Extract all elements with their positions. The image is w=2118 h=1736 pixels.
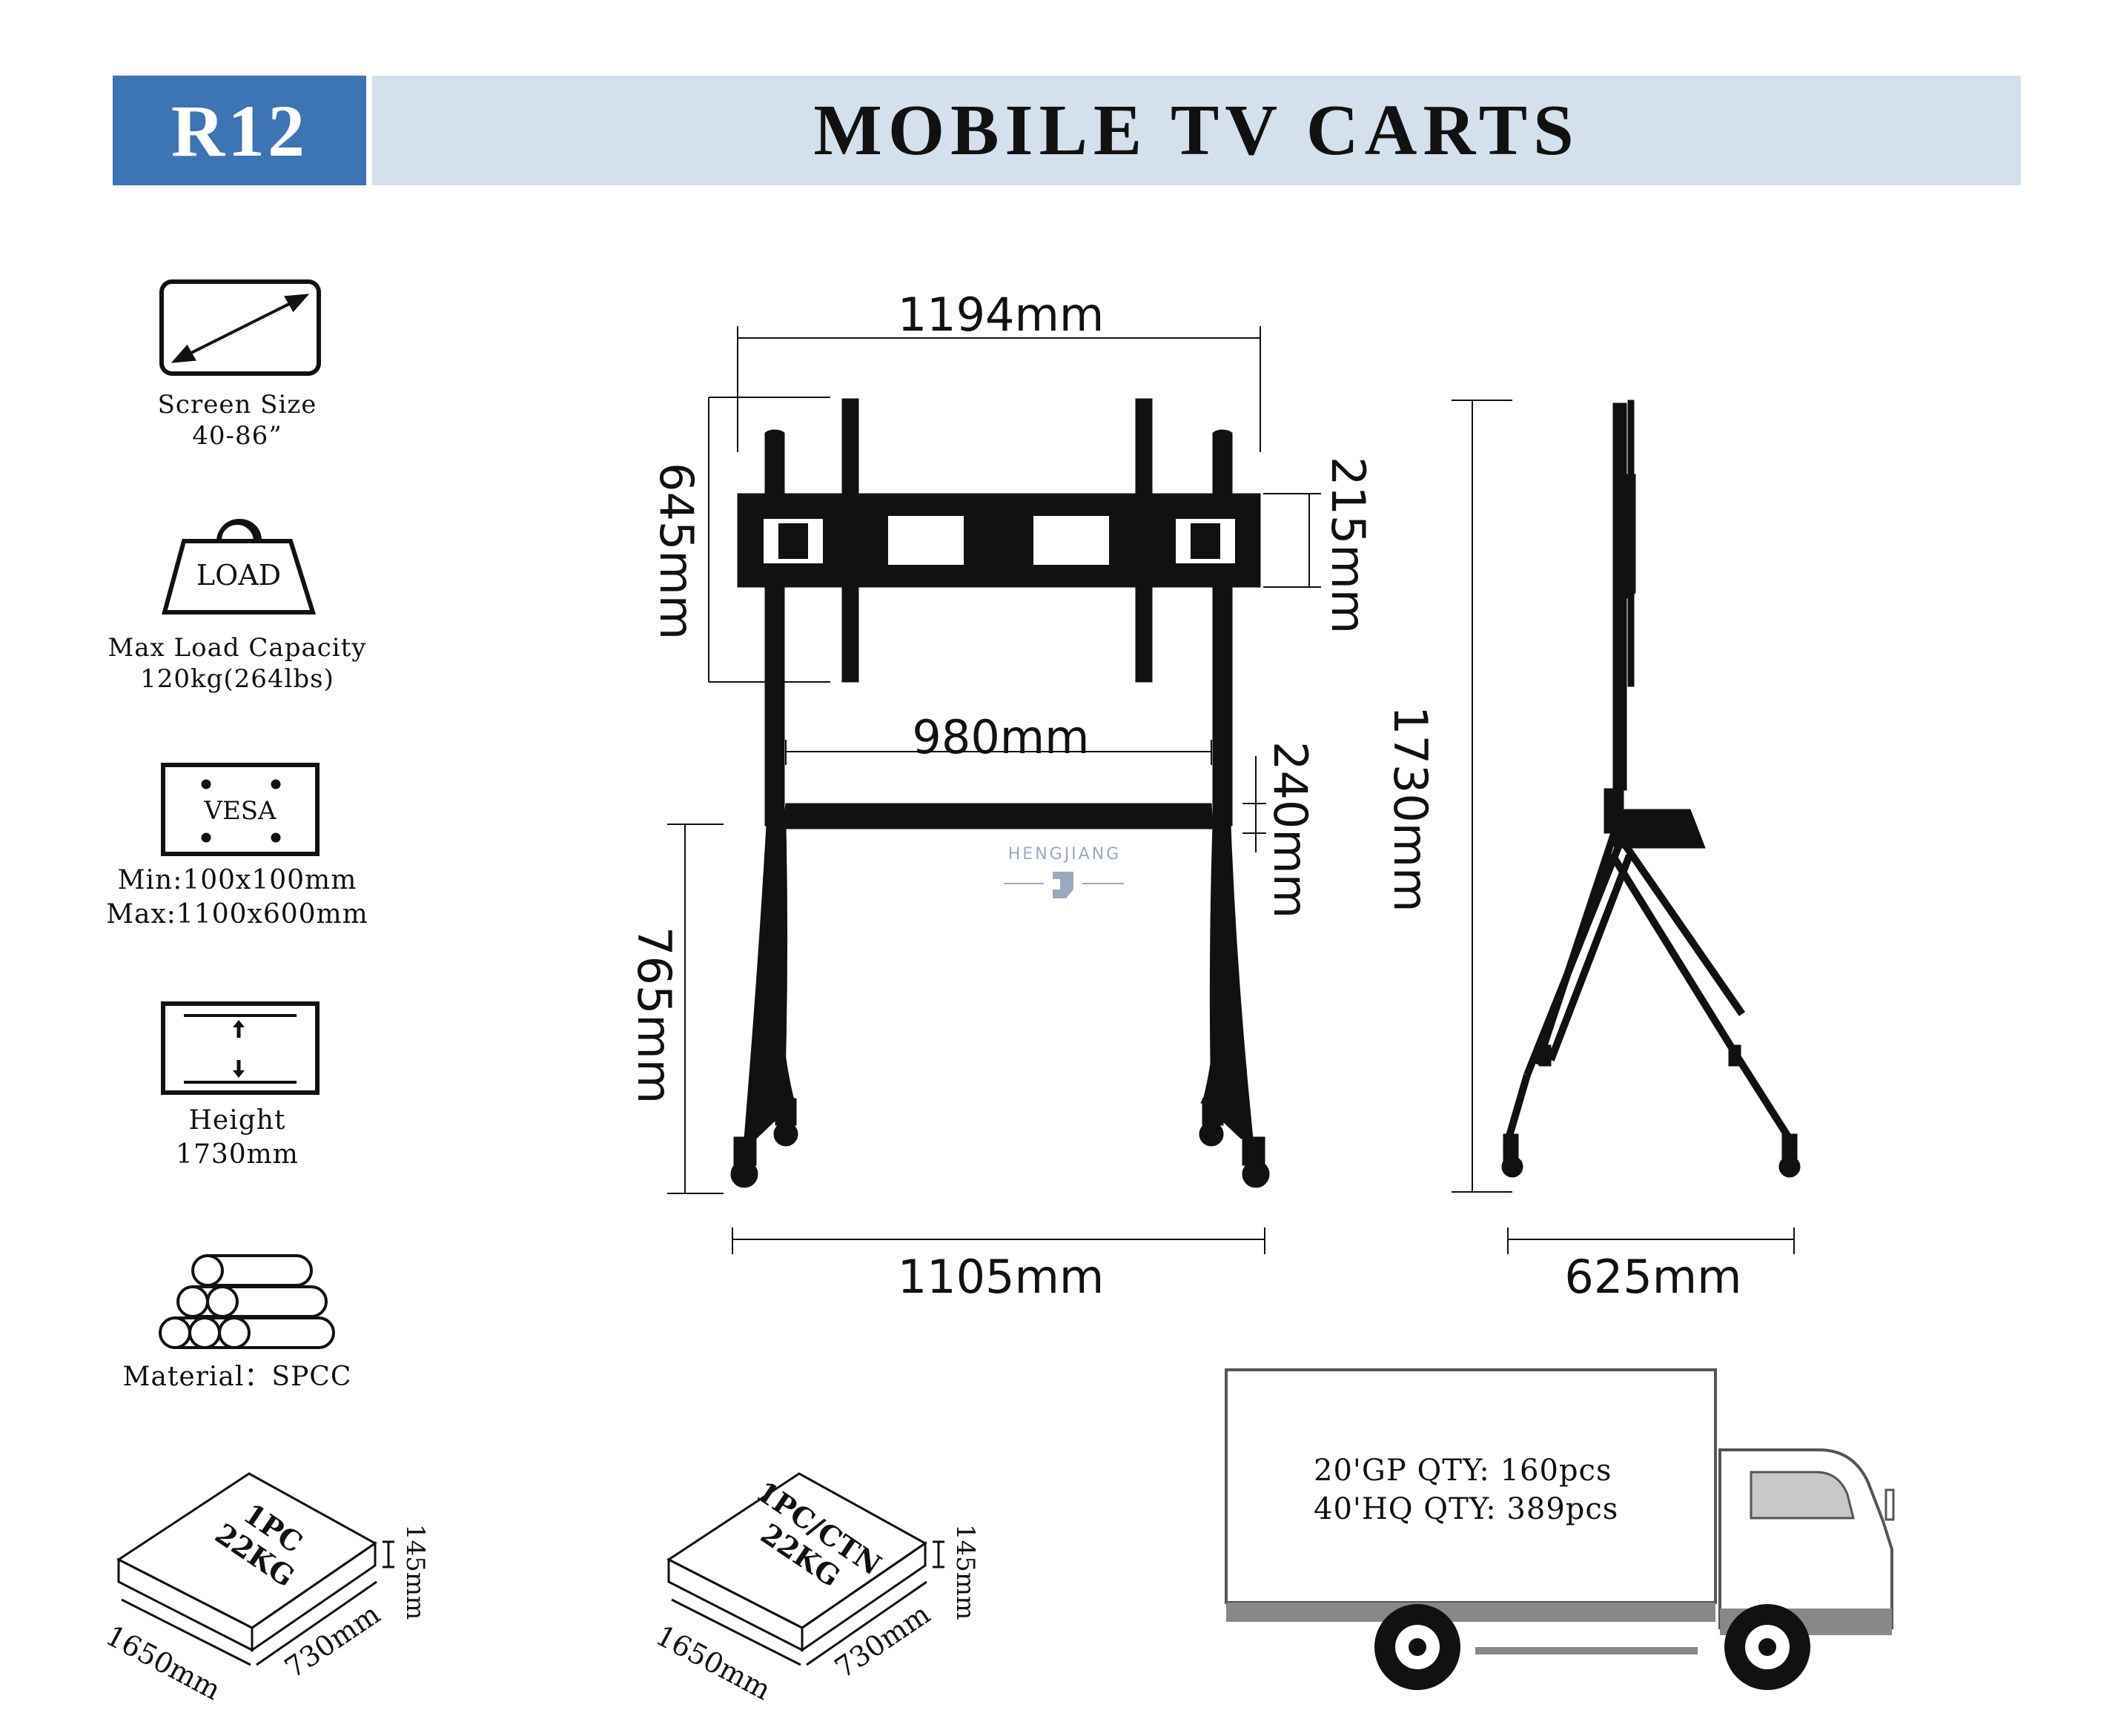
package-2-height: 145mm (950, 1524, 980, 1620)
material-pipes-icon (159, 1254, 335, 1349)
vesa-min: Min:100x100mm (117, 865, 357, 895)
dim-base-width: 1105mm (897, 1250, 1105, 1304)
dim-mount-height: 645mm (649, 463, 704, 640)
package-box-2 (666, 1472, 944, 1666)
truck-illustration (1225, 1368, 1895, 1690)
qty-20gp: 20'GP QTY: 160pcs (1314, 1454, 1612, 1488)
model-badge: R12 (113, 76, 366, 185)
screen-size-icon (159, 279, 321, 376)
package-1-height: 145mm (400, 1524, 430, 1620)
dim-bracket-height: 215mm (1321, 457, 1375, 635)
height-label: Height (188, 1105, 286, 1136)
material-label: Material：SPCC (122, 1362, 352, 1392)
load-icon (162, 519, 317, 614)
shipping-qty: 20'GP QTY: 160pcs 40'HQ QTY: 389pcs (1314, 1451, 1618, 1528)
package-box-1 (116, 1472, 394, 1666)
load-icon-text: LOAD (196, 559, 282, 592)
dim-leg-height: 765mm (627, 927, 681, 1104)
vesa-icon (161, 763, 320, 856)
screen-size-value: 40-86” (192, 421, 282, 451)
load-label: Max Load Capacity (107, 633, 367, 663)
height-icon (161, 1001, 320, 1095)
screen-size-label: Screen Size (157, 390, 317, 420)
vesa-icon-text: VESA (204, 796, 277, 826)
dim-shelf-gap: 240mm (1263, 741, 1317, 919)
dim-total-height: 1730mm (1383, 706, 1437, 912)
cart-side-view (1452, 400, 1801, 1254)
vesa-max: Max:1100x600mm (106, 899, 368, 930)
height-value: 1730mm (176, 1139, 299, 1170)
brand-name: HENGJIANG (1007, 845, 1122, 864)
brand-logo (1004, 872, 1124, 898)
dim-depth: 625mm (1564, 1250, 1742, 1304)
dim-shelf-width: 980mm (912, 710, 1090, 764)
dim-top-width: 1194mm (897, 288, 1105, 342)
qty-40hq: 40'HQ QTY: 389pcs (1314, 1492, 1619, 1526)
cart-front-view (667, 326, 1321, 1254)
load-value: 120kg(264lbs) (140, 664, 334, 694)
page-title: MOBILE TV CARTS (372, 76, 2021, 185)
